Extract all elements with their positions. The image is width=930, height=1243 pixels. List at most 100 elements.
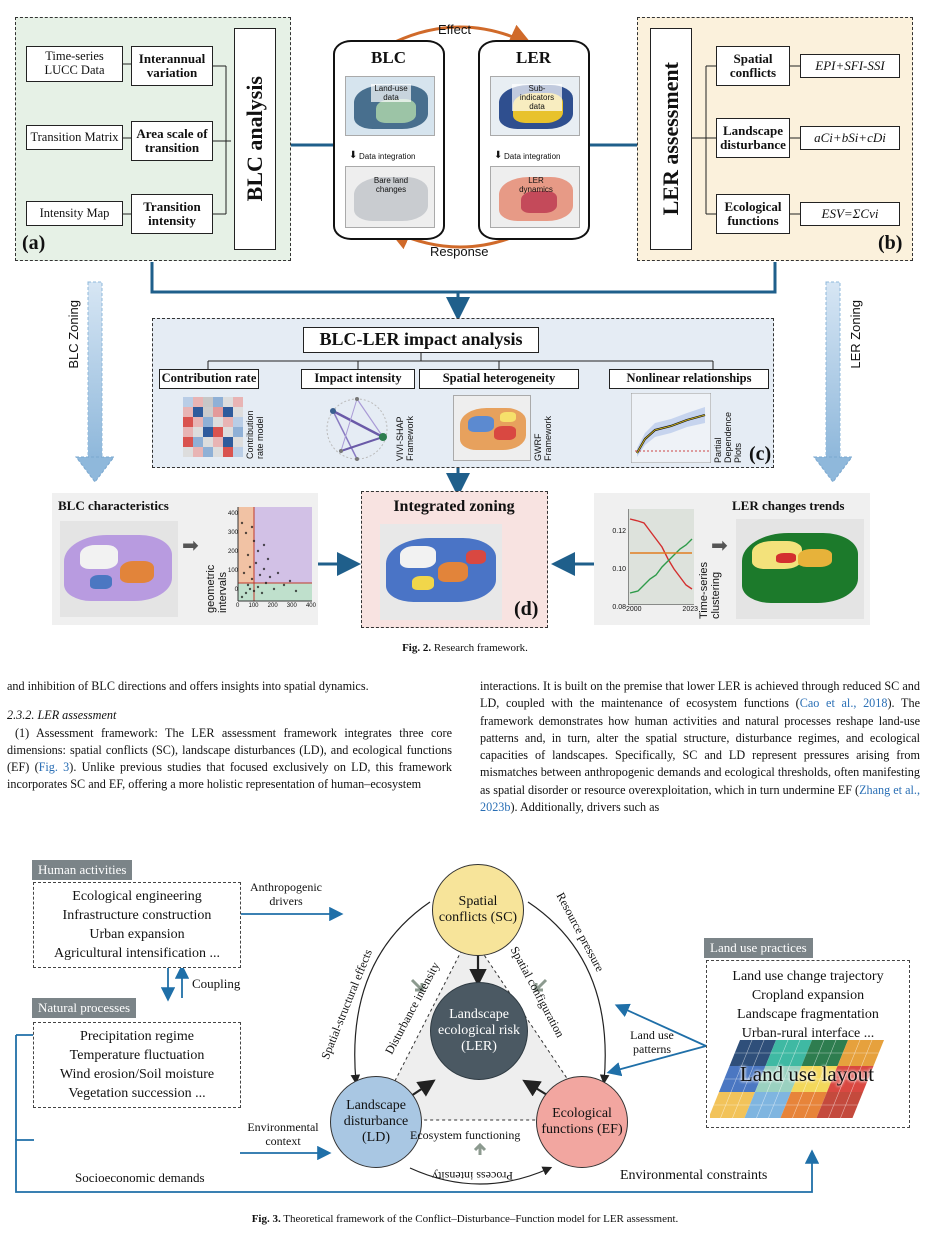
fig3-caption-label: Fig. 3. <box>251 1213 281 1225</box>
ler-dim-ecological-functions: Ecological functions <box>716 194 790 234</box>
figure-3: Human activities Ecological engineering … <box>0 850 930 1243</box>
process-intensity-label: Process intensity <box>432 1169 513 1183</box>
blc-bottom-label: Bare land changes <box>373 176 409 194</box>
integrated-zoning-map <box>380 524 502 620</box>
ler-trends-panel: LER changes trends 0.12 0.10 0.08 2000 2… <box>594 493 870 625</box>
land-use-item: Land use change trajectory <box>732 969 884 984</box>
line-y-ticks: 0.12 0.10 0.08 <box>602 513 626 611</box>
right-c: ). Additionally, drivers such as <box>510 800 660 815</box>
left-paragraph-1: and inhibition of BLC directions and off… <box>7 679 369 693</box>
scatter-y-tick: 100 <box>227 568 238 574</box>
gwrf-label: GWRF Framework <box>533 399 553 461</box>
fig2-caption-label: Fig. 2. <box>402 642 432 654</box>
panel-b-letter: (b) <box>878 232 903 254</box>
sc-circle: Spatial conflicts (SC) <box>432 864 524 956</box>
fig3-caption-text: Theoretical framework of the Conflict–Di… <box>283 1213 679 1225</box>
scatter-x-tick: 0 <box>236 603 240 609</box>
blc-analysis-title: BLC analysis <box>234 28 276 250</box>
natural-item: Wind erosion/Soil moisture <box>59 1067 215 1082</box>
section-heading: 2.3.2. LER assessment <box>7 708 117 723</box>
natural-processes-tag: Natural processes <box>32 998 137 1018</box>
panel-c-bracket <box>207 353 714 369</box>
blc-output-intensity: Transition intensity <box>131 194 213 234</box>
scatter-y-ticks: 400 300 200 100 0 <box>224 505 238 599</box>
line-x-tick: 2023 <box>682 606 698 613</box>
vivi-shap-text: VIVI-SHAP Framework <box>395 415 415 461</box>
zhang-2023b-link[interactable]: Zhang et al., 2023b <box>480 782 920 815</box>
ecosystem-functioning-label: Ecosystem functioning <box>410 1128 521 1142</box>
pdp-label: Partial Dependence Plots <box>713 397 743 463</box>
panel-b: LER assessment Spatial conflicts Landsca… <box>637 17 913 261</box>
blc-output-interannual: Interannual variation <box>131 46 213 86</box>
effect-label: Effect <box>438 22 472 37</box>
land-use-item: Cropland expansion <box>751 988 865 1003</box>
human-item: Ecological engineering <box>72 889 202 904</box>
panel-c-letter: (c) <box>749 443 772 465</box>
scatter-x-ticks: 0 100 200 300 400 <box>236 603 316 609</box>
blc-zoning-text: BLC Zoning <box>66 300 81 369</box>
human-item: Urban expansion <box>89 927 185 942</box>
ler-circle: Landscape ecological risk (LER) <box>430 982 528 1080</box>
land-use-layout-grid <box>710 1040 884 1118</box>
human-activities-tag: Human activities <box>32 860 133 880</box>
panel-c: BLC-LER impact analysis Contribution rat… <box>152 318 774 468</box>
ler-dim-spatial-conflicts: Spatial conflicts <box>716 46 790 86</box>
fig3-caption: Fig. 3. Theoretical framework of the Con… <box>0 1213 930 1225</box>
natural-item: Precipitation regime <box>80 1029 194 1044</box>
blc-char-map <box>60 521 178 617</box>
ler-dynamics-map <box>490 166 580 228</box>
right-b: ). The framework demonstrates how human … <box>480 696 920 797</box>
human-activities-box: Ecological engineering Infrastructure co… <box>33 882 241 968</box>
line-y-tick: 0.08 <box>612 604 626 611</box>
ler-trend-map <box>736 519 864 619</box>
coupling-label: Coupling <box>192 976 241 991</box>
blc-characteristics-title: BLC characteristics <box>58 498 169 513</box>
contribution-model-text: Contribution rate model <box>245 410 265 459</box>
fig3-link[interactable]: Fig. 3 <box>38 760 70 775</box>
blc-data-integration: Data integration <box>359 152 416 161</box>
pdp-text: Partial Dependence Plots <box>713 411 743 463</box>
method-contribution-rate: Contribution rate <box>159 369 259 389</box>
human-item: Infrastructure construction <box>62 908 212 923</box>
panel-d: Integrated zoning (d) <box>361 491 548 628</box>
left-column: and inhibition of BLC directions and off… <box>7 678 452 794</box>
fig2-connectors <box>74 24 854 576</box>
land-use-layout-label: Land use layout <box>739 1062 875 1086</box>
scatter-x-tick: 300 <box>286 603 297 609</box>
vivi-shap-label: VIVI-SHAP Framework <box>395 399 415 461</box>
pdp-plot <box>631 393 711 463</box>
cao-2018-link[interactable]: Cao et al., 2018 <box>799 696 888 711</box>
panel-a-brackets <box>123 63 231 215</box>
land-use-practices-tag: Land use practices <box>704 938 813 958</box>
ler-trends-title: LER changes trends <box>732 498 845 513</box>
contribution-model-label: Contribution rate model <box>245 399 265 459</box>
left-p2-a: (1) Assessment framework: The LER assess… <box>7 725 452 775</box>
ler-down-arrow: ⬇ <box>494 150 503 161</box>
fig2-caption: Fig. 2. Research framework. <box>0 642 930 654</box>
blc-analysis-title-text: BLC analysis <box>241 76 267 202</box>
blc-zoning-label: BLC Zoning <box>66 300 81 450</box>
scatter-y-tick: 0 <box>234 587 238 593</box>
scatter-x-tick: 400 <box>305 603 316 609</box>
gwrf-text: GWRF Framework <box>533 415 553 461</box>
ler-formula-ld: aCi+bSi+cDi <box>800 126 900 150</box>
scatter-x-tick: 200 <box>267 603 278 609</box>
blc-char-arrow: ➡ <box>182 535 199 557</box>
left-p2-b: ). Unlike previous studies that focused … <box>7 760 452 792</box>
blc-down-arrow: ⬇ <box>349 150 358 161</box>
scatter-y-tick: 400 <box>227 511 238 517</box>
ld-circle: Landscape disturbance (LD) <box>330 1076 422 1168</box>
integrated-zoning-title: Integrated zoning <box>393 498 515 515</box>
ler-top-label: Sub-indicators data <box>512 84 562 111</box>
right-paragraph: interactions. It is built on the premise… <box>480 678 920 816</box>
gwrf-map <box>453 395 531 461</box>
scatter-y-tick: 300 <box>227 530 238 536</box>
natural-processes-box: Precipitation regime Temperature fluctua… <box>33 1022 241 1108</box>
blc-characteristics-panel: BLC characteristics ➡ geometric interval… <box>52 493 318 625</box>
land-use-item: Urban-rural interface ... <box>741 1026 875 1041</box>
panel-a-letter: (a) <box>22 232 46 254</box>
line-y-tick: 0.10 <box>612 566 626 573</box>
ler-formula-sc: EPI+SFI-SSI <box>800 54 900 78</box>
ler-trend-arrow: ➡ <box>711 535 728 557</box>
fig2-caption-text: Research framework. <box>433 642 528 654</box>
